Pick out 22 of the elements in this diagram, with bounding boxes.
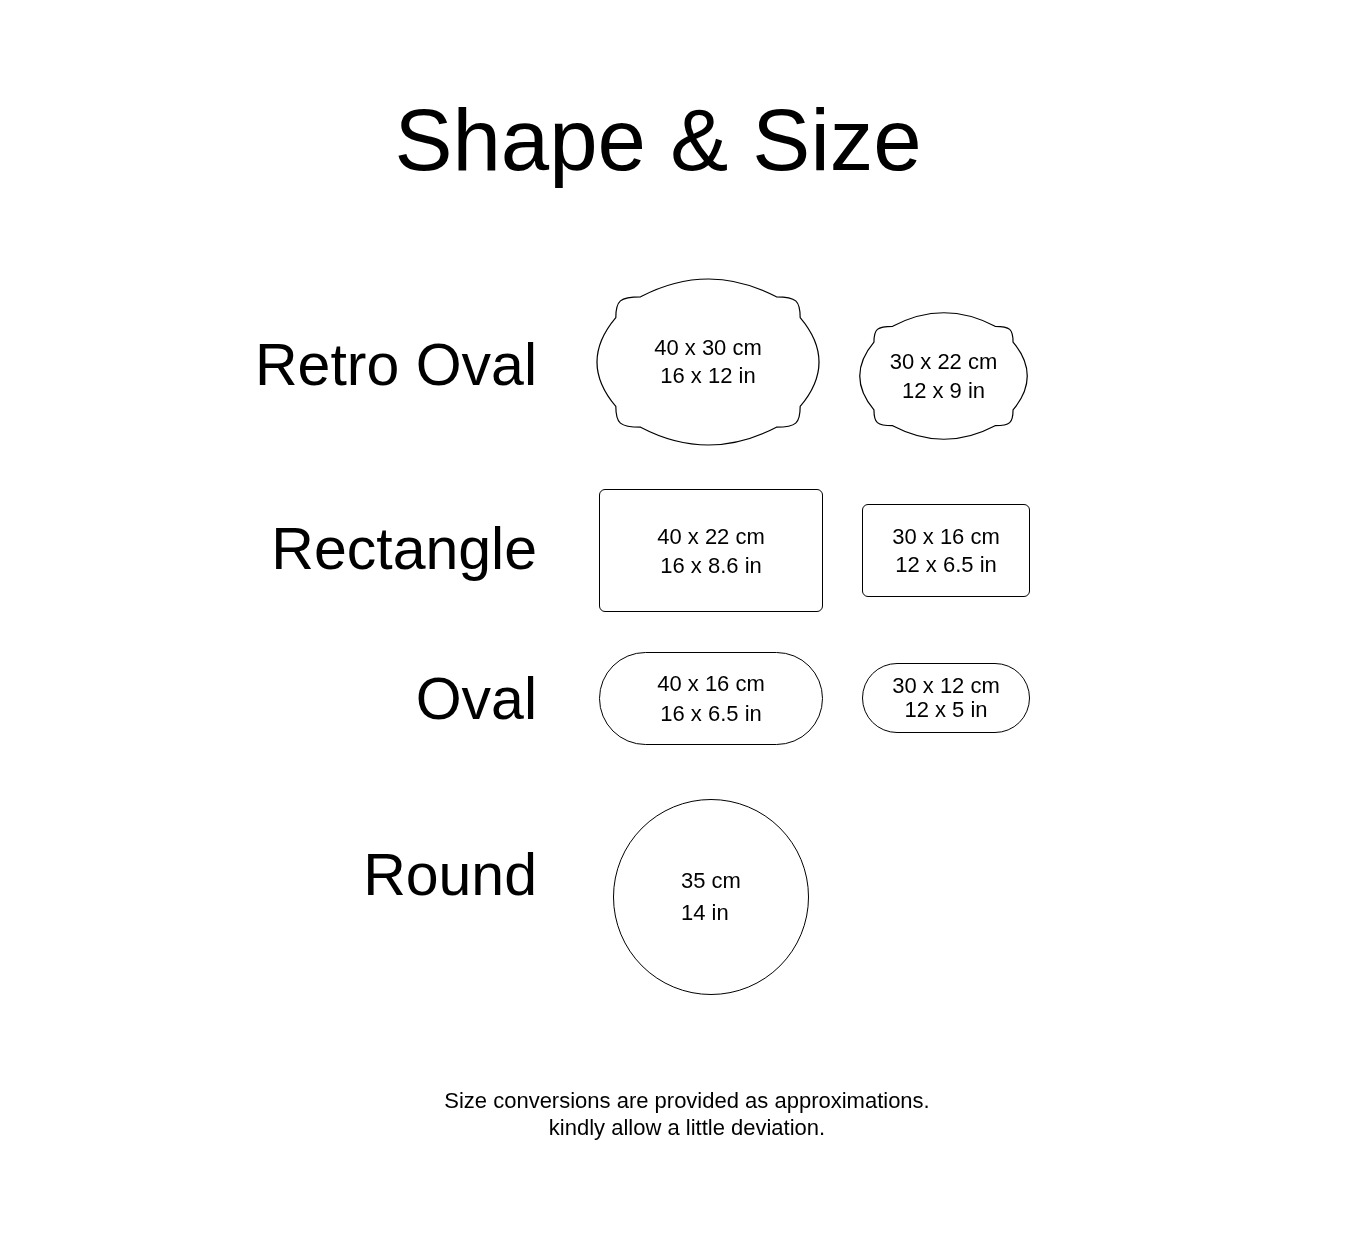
- size-label: 14 in: [681, 899, 729, 927]
- size-label: 40 x 16 cm: [657, 669, 765, 698]
- size-label: 40 x 22 cm: [657, 522, 765, 551]
- size-label: 40 x 30 cm: [654, 334, 762, 362]
- size-label: 12 x 9 in: [901, 377, 986, 405]
- title: Shape & Size: [394, 90, 922, 190]
- size-label: 16 x 6.5 in: [660, 699, 762, 728]
- caption: Size conversions are provided as approximations. kindly allow a little deviation.: [443, 1087, 931, 1141]
- size-label: 16 x 12 in: [660, 362, 756, 390]
- size-label: 12 x 6.5 in: [895, 550, 997, 579]
- size-label: 16 x 8.6 in: [660, 551, 762, 580]
- size-label: 30 x 12 cm: [892, 674, 1000, 698]
- row-label: Retro Oval: [255, 331, 537, 400]
- rectangle-outline: [862, 504, 1030, 597]
- size-label: 35 cm: [681, 867, 741, 895]
- size-label: 12 x 5 in: [904, 698, 988, 722]
- row-label: Rectangle: [271, 515, 537, 584]
- size-label: 30 x 16 cm: [892, 522, 1000, 551]
- row-label: Round: [363, 841, 537, 910]
- row-label: Oval: [415, 665, 537, 734]
- rectangle-outline: [599, 489, 823, 612]
- size-label: 30 x 22 cm: [889, 348, 998, 376]
